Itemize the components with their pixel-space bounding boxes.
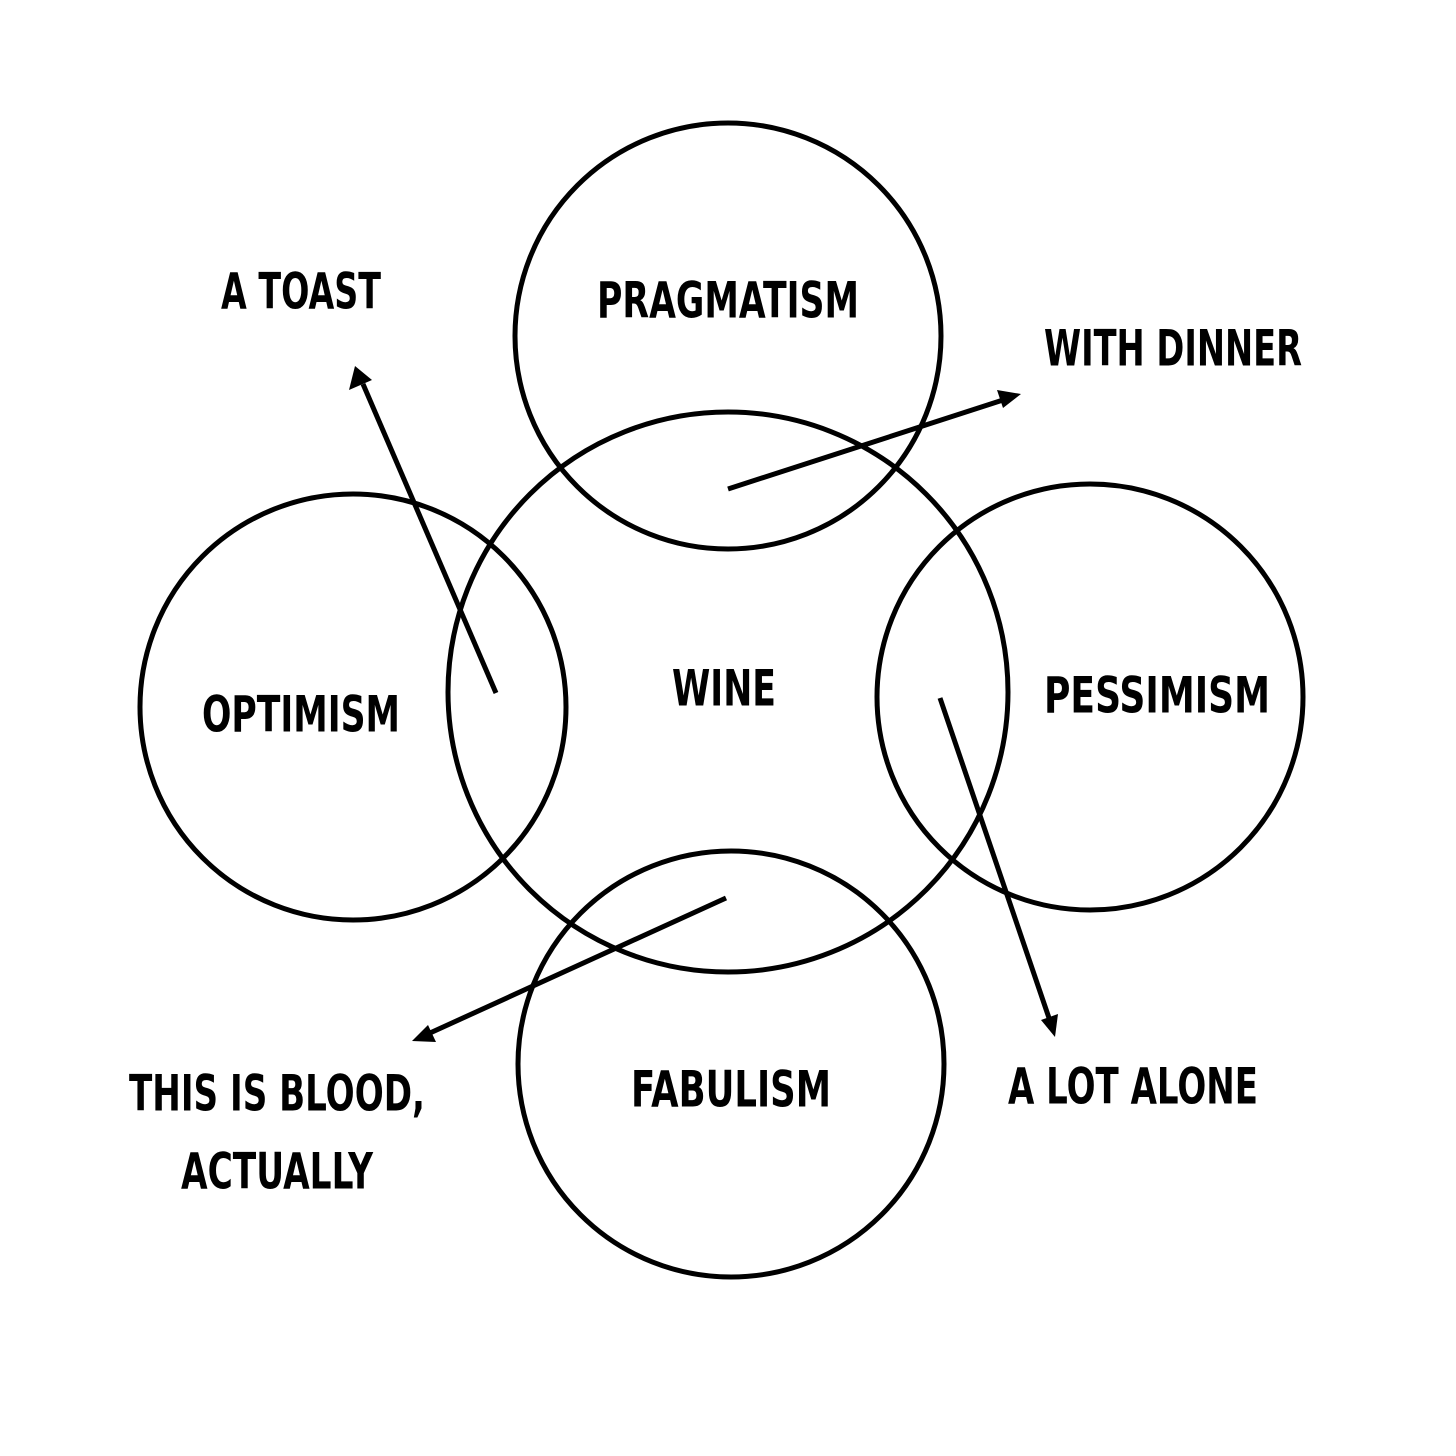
label-a-toast: A TOAST bbox=[221, 263, 381, 321]
circle-pragmatism bbox=[512, 120, 944, 552]
label-a-lot-alone: A LOT ALONE bbox=[1008, 1058, 1258, 1116]
label-pessimism: PESSIMISM bbox=[1044, 667, 1270, 725]
arrow-to-a-toast bbox=[349, 366, 499, 694]
label-this-is-blood: THIS IS BLOOD, bbox=[129, 1065, 425, 1123]
arrow-to-a-lot-alone bbox=[937, 697, 1058, 1037]
label-wine: WINE bbox=[672, 660, 776, 718]
arrow-to-with-dinner bbox=[727, 390, 1021, 492]
arrow-to-this-is-blood bbox=[412, 895, 728, 1042]
circle-pessimism bbox=[874, 481, 1306, 913]
label-pragmatism: PRAGMATISM bbox=[597, 272, 859, 330]
label-fabulism: FABULISM bbox=[631, 1061, 831, 1119]
label-optimism: OPTIMISM bbox=[202, 686, 400, 744]
circle-optimism bbox=[137, 491, 569, 923]
label-with-dinner: WITH DINNER bbox=[1044, 320, 1302, 378]
label-actually: ACTUALLY bbox=[181, 1143, 374, 1201]
circle-fabulism bbox=[515, 848, 947, 1280]
circle-wine bbox=[445, 409, 1011, 975]
